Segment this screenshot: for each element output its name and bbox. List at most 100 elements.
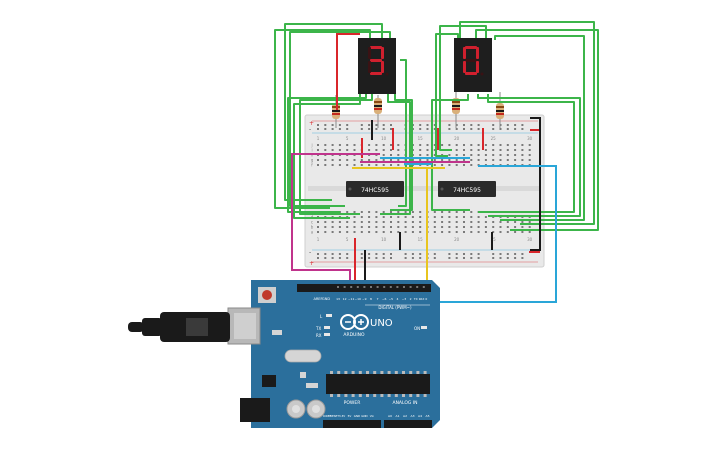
segment-g: [465, 59, 477, 62]
svg-text:+: +: [309, 260, 314, 267]
header-pin[interactable]: [396, 286, 399, 288]
power-header[interactable]: [323, 420, 381, 428]
wire-magenta[interactable]: [291, 153, 470, 296]
header-pin[interactable]: [422, 286, 425, 288]
analog-pin-label: A5: [426, 414, 430, 418]
segment-g: [370, 59, 382, 62]
power-jack[interactable]: [240, 398, 270, 422]
usb-cable[interactable]: [128, 312, 230, 342]
header-pin[interactable]: [370, 286, 372, 288]
digital-pin-label: RX 0: [420, 297, 427, 301]
resistor-right-a[interactable]: [452, 92, 460, 128]
on-led-label: ON: [414, 326, 420, 331]
column-number: 1: [317, 136, 320, 141]
gnd-label: GND: [322, 297, 330, 301]
digital-pin-label: 7: [377, 297, 379, 301]
power-header-label: POWER: [344, 400, 361, 406]
segment-a: [370, 46, 382, 49]
power-pin-label: 5V: [348, 414, 352, 418]
l-led-label: L: [320, 314, 323, 319]
analog-pin-label: A3: [411, 414, 415, 418]
column-number: 25: [491, 237, 497, 242]
chip-label-left: 74HC595: [361, 187, 389, 194]
digital-pin-label: 13: [336, 297, 340, 301]
digital-pin-label: ~9: [362, 297, 367, 301]
column-number: 20: [454, 136, 460, 141]
svg-text:-: -: [309, 249, 311, 256]
row-letter: j: [310, 143, 312, 148]
column-number: 15: [418, 136, 424, 141]
header-pin[interactable]: [389, 286, 392, 288]
arduino-logo-icon: [340, 314, 369, 330]
header-pin[interactable]: [356, 286, 359, 288]
display-left-segments: [368, 46, 389, 76]
digital-pin-label: 2: [410, 297, 412, 301]
segment-f: [368, 47, 371, 59]
header-pin[interactable]: [343, 286, 346, 288]
digital-pin-label: ~5: [389, 297, 394, 301]
digital-pin-label: 8: [370, 297, 372, 301]
column-number: 20: [454, 237, 460, 242]
column-number: 30: [527, 237, 533, 242]
wire-yellow[interactable]: [352, 167, 445, 296]
wire-blue[interactable]: [380, 157, 557, 303]
seven-segment-display-left[interactable]: 3: [0, 0, 396, 94]
resistor-right-b[interactable]: [496, 92, 504, 128]
segment-a: [465, 46, 477, 49]
resistor-left-b[interactable]: [374, 95, 382, 128]
header-pin[interactable]: [383, 286, 386, 288]
digital-pin-label: TX 1: [413, 297, 421, 301]
analog-header-label: ANALOG IN: [392, 400, 417, 406]
svg-text:-: -: [309, 126, 311, 133]
column-number: 15: [418, 237, 424, 242]
power-pin-label: GND: [361, 414, 367, 418]
analog-pin-label: A2: [403, 414, 407, 418]
decimal-point: [385, 72, 389, 76]
power-pin-label: RESET: [330, 414, 339, 418]
power-pin-label: 3.3V: [339, 414, 345, 418]
header-pin[interactable]: [409, 286, 412, 288]
svg-text:+: +: [309, 120, 314, 127]
header-pin[interactable]: [403, 286, 405, 288]
row-letter: g: [311, 158, 314, 163]
shift-register-left[interactable]: 74HC595: [346, 181, 404, 197]
analog-header[interactable]: [384, 420, 432, 428]
analog-pin-label: A1: [396, 414, 400, 418]
digital-pin-label: 4: [396, 297, 398, 301]
row-letter: i: [311, 148, 312, 153]
row-letter: c: [311, 220, 313, 225]
seven-segment-display-right[interactable]: 0: [0, 0, 492, 92]
model-label: UNO: [370, 318, 393, 329]
tx-led-label: TX: [315, 326, 321, 331]
aref-label: AREF: [313, 297, 322, 301]
segment-c: [476, 61, 479, 73]
header-pin[interactable]: [416, 286, 419, 288]
segment-c: [381, 61, 384, 73]
row-letter: f: [311, 163, 313, 168]
shift-register-right[interactable]: 74HC595: [438, 181, 496, 197]
wires-green[interactable]: [274, 21, 599, 231]
segment-f: [463, 47, 466, 59]
header-pin[interactable]: [363, 286, 366, 288]
header-pin[interactable]: [337, 286, 339, 288]
column-number: 10: [381, 136, 387, 141]
reset-button[interactable]: [262, 290, 272, 300]
column-number: 1: [317, 237, 320, 242]
power-pin-label: GND: [354, 414, 360, 418]
power-pin-label: IOREF: [323, 414, 332, 418]
brand-label: ARDUINO: [343, 332, 365, 338]
segment-b: [476, 47, 479, 59]
row-letter: a: [311, 230, 314, 235]
analog-pin-label: A4: [418, 414, 422, 418]
header-pin[interactable]: [376, 286, 379, 288]
power-pin-label: Vin: [370, 414, 375, 418]
digital-pin-label: ~10: [355, 297, 361, 301]
digital-header-label: DIGITAL (PWM~): [378, 305, 412, 310]
column-number: 5: [346, 136, 349, 141]
header-pin[interactable]: [350, 286, 353, 288]
decimal-point: [480, 72, 484, 76]
